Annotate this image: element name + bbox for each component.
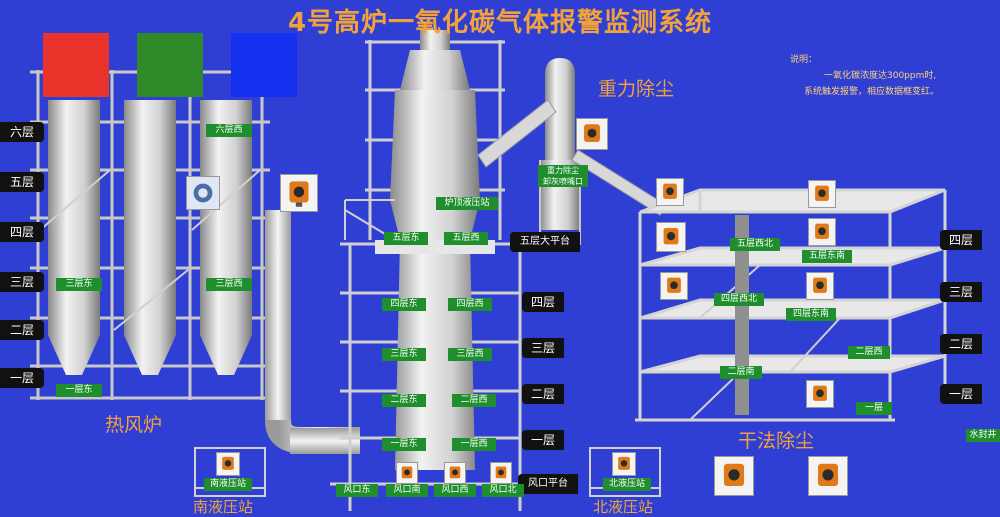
note-heading: 说明： <box>790 55 818 65</box>
page-title: 4号高炉一氧化碳气体报警监测系统 <box>287 8 713 38</box>
note-line-1: 一氧化碳浓度达300ppm时, <box>824 71 937 81</box>
furnace-floor-1: 一层 <box>522 430 564 450</box>
dry-floor-2: 二层 <box>940 334 982 354</box>
label-dry-5nw[interactable]: 五层西北 <box>730 238 780 251</box>
status-lamp-green <box>137 33 203 97</box>
furnace-floor-3: 三层 <box>522 338 564 358</box>
label-tuyere-south[interactable]: 风口南 <box>386 484 428 497</box>
detector-icon <box>813 385 827 401</box>
label-gravity-outlet[interactable]: 重力除尘 卸灰喷嘴口 <box>538 165 588 187</box>
label-furnace-4w[interactable]: 四层西 <box>448 298 492 311</box>
co-detector-tuyere-1[interactable] <box>396 462 418 484</box>
label-stove-3e[interactable]: 三层东 <box>56 278 102 291</box>
label-tuyere-north[interactable]: 风口北 <box>482 484 524 497</box>
stove-floor-2: 二层 <box>0 320 44 340</box>
detector-icon <box>663 183 677 199</box>
furnace-platform-5: 五层大平台 <box>510 232 580 252</box>
co-detector-ground-1[interactable] <box>714 456 754 496</box>
section-south-hydraulic: 南液压站 <box>193 498 254 516</box>
label-furnace-hydraulic[interactable]: 炉顶液压站 <box>436 197 498 210</box>
furnace-floor-2: 二层 <box>522 384 564 404</box>
stove-floor-5: 五层 <box>0 172 44 192</box>
label-stove-1e[interactable]: 一层东 <box>56 384 102 397</box>
detector-icon <box>193 183 213 203</box>
co-detector-stove[interactable] <box>186 176 220 210</box>
alarm-note: 说明： 一氧化碳浓度达300ppm时, 系统触发报警，相应数据框变红。 <box>790 52 990 100</box>
note-line-2: 系统触发报警，相应数据框变红。 <box>804 87 940 97</box>
label-tuyere-west[interactable]: 风口西 <box>434 484 476 497</box>
label-dry-2w[interactable]: 二层西 <box>848 346 890 359</box>
label-dry-2s[interactable]: 二层南 <box>720 366 762 379</box>
detector-icon <box>723 463 745 487</box>
stove-floor-4: 四层 <box>0 222 44 242</box>
dry-floor-4: 四层 <box>940 230 982 250</box>
stove-floor-1: 一层 <box>0 368 44 388</box>
label-furnace-2w[interactable]: 二层西 <box>452 394 496 407</box>
label-furnace-1e[interactable]: 一层东 <box>382 438 426 451</box>
label-furnace-3e[interactable]: 三层东 <box>382 348 426 361</box>
co-detector-main-pipe[interactable] <box>280 174 318 212</box>
co-detector-tuyere-2[interactable] <box>444 462 466 484</box>
label-south-station[interactable]: 南液压站 <box>204 478 252 491</box>
label-furnace-1w[interactable]: 一层西 <box>452 438 496 451</box>
detector-icon <box>222 456 234 470</box>
gravity-dust-body <box>539 58 581 245</box>
label-furnace-2e[interactable]: 二层东 <box>382 394 426 407</box>
furnace-floor-4: 四层 <box>522 292 564 312</box>
co-detector-dry-5w[interactable] <box>656 222 686 252</box>
co-detector-ground-2[interactable] <box>808 456 848 496</box>
co-detector-dry-2[interactable] <box>806 380 834 408</box>
section-hot-blast-stove: 热风炉 <box>105 414 163 436</box>
section-gravity-dust: 重力除尘 <box>598 78 675 100</box>
label-dry-4se[interactable]: 四层东南 <box>786 308 836 321</box>
furnace-platform-tuyere: 风口平台 <box>518 474 578 494</box>
stove-floor-6: 六层 <box>0 122 44 142</box>
co-detector-dry-4e[interactable] <box>806 272 834 300</box>
stove-floor-3: 三层 <box>0 272 44 292</box>
label-dry-5se[interactable]: 五层东南 <box>802 250 852 263</box>
detector-icon <box>813 277 827 293</box>
detector-icon <box>618 456 630 470</box>
label-north-station[interactable]: 北液压站 <box>603 478 651 491</box>
detector-icon <box>667 277 681 293</box>
co-detector-dry-5e[interactable] <box>808 218 836 246</box>
detector-icon <box>584 124 600 142</box>
label-furnace-3w[interactable]: 三层西 <box>448 348 492 361</box>
detector-icon <box>401 466 413 479</box>
detector-icon <box>817 463 839 487</box>
detector-icon <box>495 466 507 479</box>
co-detector-north-station[interactable] <box>612 452 636 476</box>
label-furnace-4e[interactable]: 四层东 <box>382 298 426 311</box>
detector-icon <box>449 466 461 479</box>
status-lamp-blue <box>231 33 297 97</box>
stove-cylinders <box>48 100 252 375</box>
co-detector-gravity[interactable] <box>576 118 608 150</box>
label-gravity-outlet-line2: 卸灰喷嘴口 <box>543 177 583 186</box>
label-water-seal[interactable]: 水封井 <box>966 429 1000 442</box>
label-stove-6w[interactable]: 六层西 <box>206 124 252 137</box>
detector-icon <box>663 227 679 245</box>
co-detector-dry-4w[interactable] <box>660 272 688 300</box>
co-detector-dry-top-right[interactable] <box>808 180 836 208</box>
co-detector-south-station[interactable] <box>216 452 240 476</box>
dry-floor-3: 三层 <box>940 282 982 302</box>
label-furnace-5e[interactable]: 五层东 <box>384 232 428 245</box>
section-dry-dust: 干法除尘 <box>738 430 815 452</box>
section-north-hydraulic: 北液压站 <box>593 498 654 516</box>
detector-icon <box>815 185 829 201</box>
label-gravity-outlet-line1: 重力除尘 <box>547 166 579 175</box>
label-furnace-5w[interactable]: 五层西 <box>444 232 488 245</box>
co-detector-dry-top[interactable] <box>656 178 684 206</box>
label-stove-3w[interactable]: 三层西 <box>206 278 252 291</box>
co-detector-tuyere-3[interactable] <box>490 462 512 484</box>
status-lamp-red <box>43 33 109 97</box>
label-dry-1[interactable]: 一层 <box>856 402 892 415</box>
detector-icon <box>289 181 309 207</box>
detector-icon <box>815 223 829 239</box>
label-dry-4nw[interactable]: 四层西北 <box>714 293 764 306</box>
dry-floor-1: 一层 <box>940 384 982 404</box>
label-tuyere-east[interactable]: 风口东 <box>336 484 378 497</box>
